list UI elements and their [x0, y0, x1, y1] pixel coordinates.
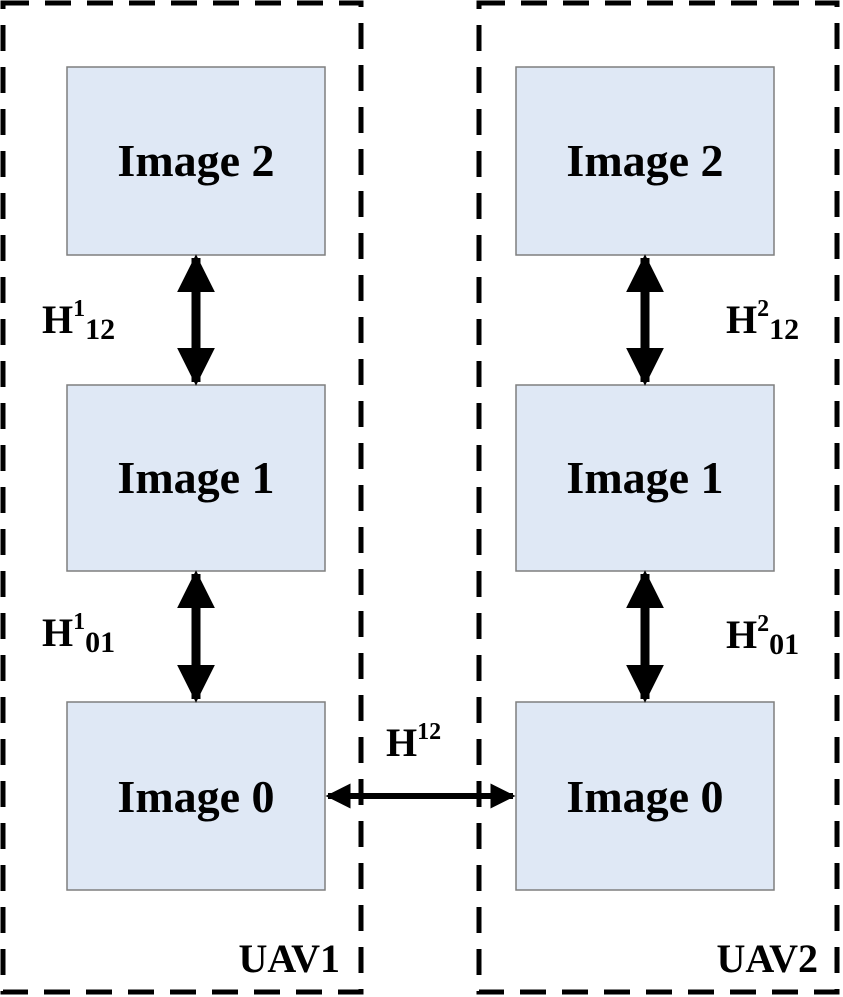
uav1-image-1-label: Image 1 — [117, 452, 274, 503]
uav2-group-label: UAV2 — [716, 936, 818, 981]
uav1-h01-label: H101 — [42, 609, 115, 659]
uav2-image-1-box: Image 1 — [515, 384, 775, 572]
uav2-image-0-label: Image 0 — [566, 771, 723, 822]
uav2-h12-label: H212 — [726, 296, 799, 346]
uav1-group-label: UAV1 — [238, 936, 340, 981]
uav1-group-border — [0, 0, 364, 995]
uav1-image-0-box: Image 0 — [66, 701, 326, 891]
cross-h12-label: H12 — [386, 719, 441, 765]
uav2-image-2-label: Image 2 — [566, 135, 723, 186]
uav2-h01-label: H201 — [726, 611, 799, 661]
uav1-image-1-box: Image 1 — [66, 384, 326, 572]
uav1-image-2-label: Image 2 — [117, 135, 274, 186]
uav1-image-2-box: Image 2 — [66, 66, 326, 256]
uav2-image-0-box: Image 0 — [515, 701, 775, 891]
uav1-h12-label: H112 — [42, 296, 115, 346]
uav2-group-border — [476, 0, 840, 995]
uav1-image-0-label: Image 0 — [117, 771, 274, 822]
uav2-image-2-box: Image 2 — [515, 66, 775, 256]
uav2-image-1-label: Image 1 — [566, 452, 723, 503]
